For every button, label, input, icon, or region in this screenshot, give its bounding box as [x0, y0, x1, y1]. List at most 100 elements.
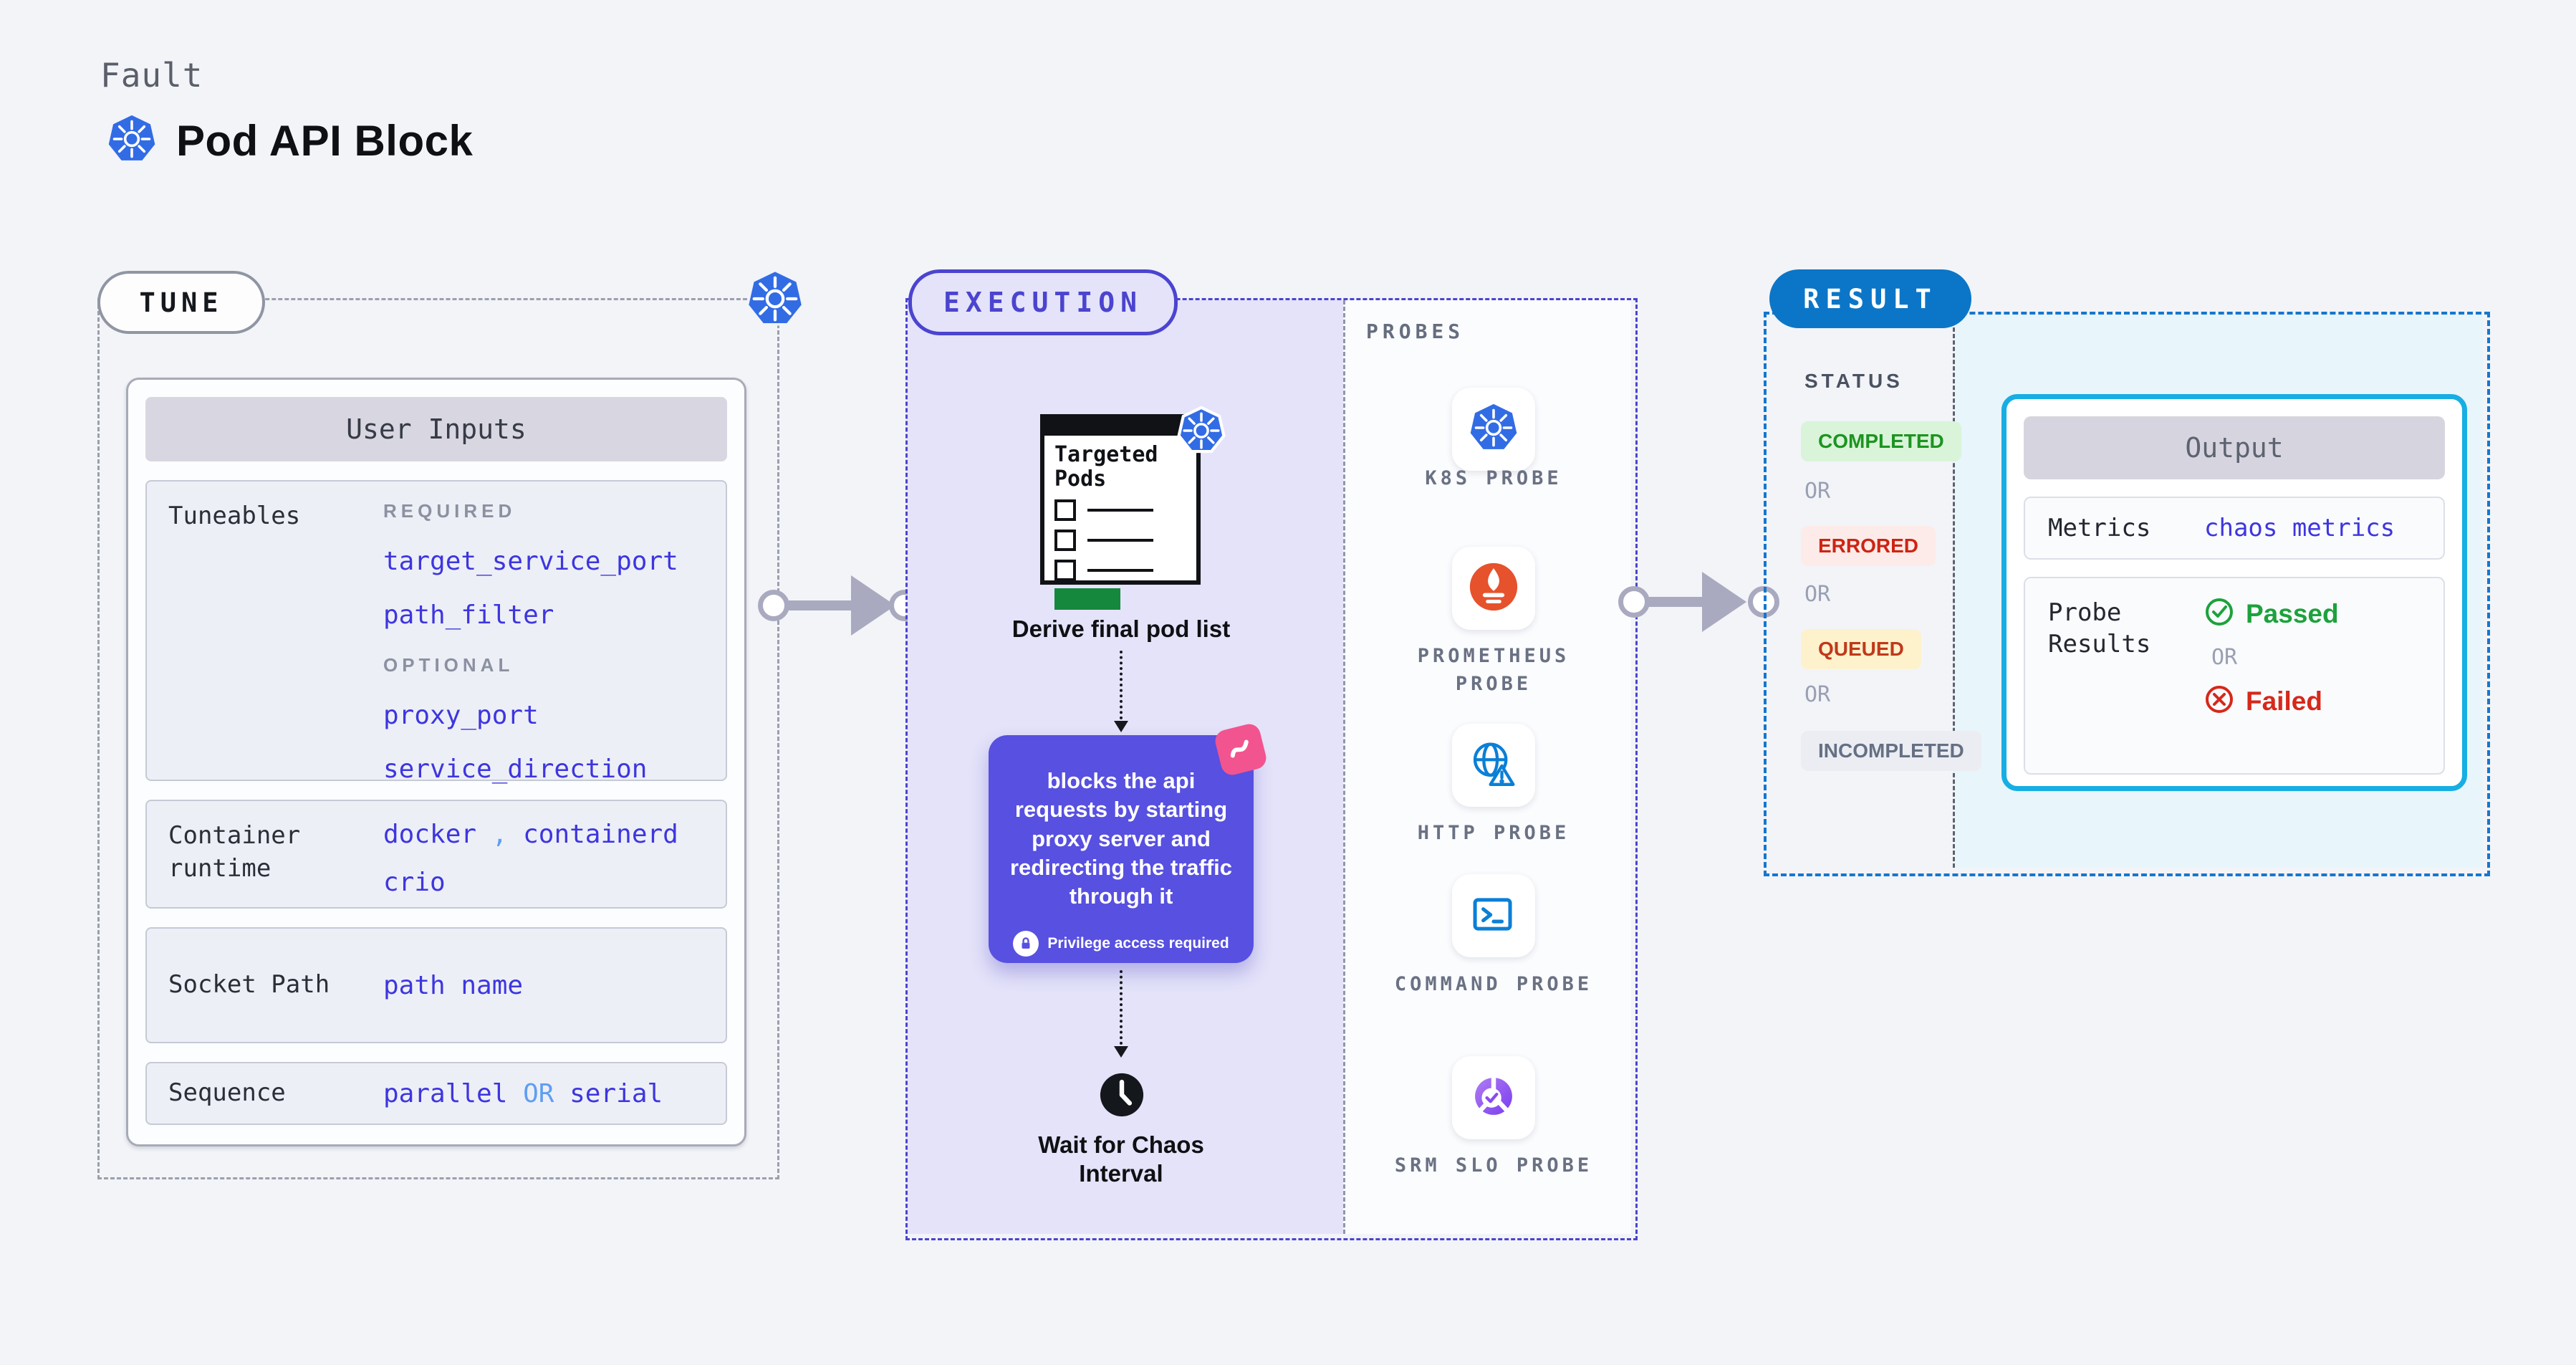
runtime-values-line1: docker , containerd — [383, 820, 678, 849]
probe-card-command — [1452, 874, 1535, 957]
probe-card-k8s — [1452, 388, 1535, 471]
user-inputs-panel: User Inputs Tuneables REQUIRED target_se… — [126, 378, 746, 1146]
connector-dot — [758, 590, 789, 621]
or-label: OR — [1804, 479, 1831, 504]
arrow-execution-to-result — [1635, 597, 1711, 607]
socket-path-label: Socket Path — [168, 970, 330, 1000]
metrics-label: Metrics — [2048, 513, 2151, 542]
optional-heading: OPTIONAL — [383, 654, 514, 676]
container-runtime-row: Container runtime docker , containerd cr… — [145, 800, 727, 909]
globe-warning-icon — [1468, 738, 1519, 793]
prometheus-icon — [1468, 561, 1519, 616]
tuneables-row: Tuneables REQUIRED target_service_port p… — [145, 480, 727, 784]
execution-probes-divider — [1343, 300, 1345, 1234]
arrow-head — [1702, 572, 1746, 632]
connector-dot — [1618, 586, 1650, 618]
execution-section-border — [905, 298, 1638, 1240]
metrics-value: chaos metrics — [2204, 514, 2395, 542]
tune-badge: TUNE — [97, 271, 265, 334]
arrow-head — [851, 575, 895, 636]
runtime-values-line2: crio — [383, 868, 446, 897]
pod-list-item — [1054, 560, 1186, 582]
param-target-service-port: target_service_port — [383, 547, 678, 576]
page-header: Pod API Block — [106, 113, 473, 168]
output-title: Output — [2024, 416, 2445, 479]
probe-card-prometheus — [1452, 547, 1535, 630]
x-circle-icon — [2204, 684, 2234, 718]
probe-label: COMMAND PROBE — [1394, 973, 1593, 995]
param-proxy-port: proxy_port — [383, 701, 539, 730]
check-circle-icon — [2204, 597, 2234, 631]
sequence-label: Sequence — [168, 1078, 286, 1108]
list-line — [1087, 569, 1153, 573]
list-line — [1087, 509, 1153, 512]
required-heading: REQUIRED — [383, 500, 516, 522]
flow-connector — [1120, 970, 1123, 1045]
pod-list-item — [1054, 499, 1186, 522]
probes-heading: PROBES — [1366, 320, 1465, 343]
param-service-direction: service_direction — [383, 755, 648, 784]
checkbox-icon — [1054, 560, 1076, 582]
chaos-icon — [1213, 722, 1269, 777]
or-label: OR — [1804, 582, 1831, 607]
user-inputs-title: User Inputs — [145, 397, 727, 461]
result-divider — [1953, 315, 1955, 868]
status-badge-incompleted: INCOMPLETED — [1801, 731, 1981, 771]
metrics-row: Metrics chaos metrics — [2024, 497, 2445, 560]
privilege-note-text: Privilege access required — [1047, 935, 1229, 952]
pod-list-item — [1054, 530, 1186, 552]
wait-chaos-interval-label: Wait for Chaos Interval — [1038, 1131, 1204, 1187]
arrow-tune-to-execution — [774, 600, 860, 610]
kubernetes-icon — [1176, 406, 1226, 459]
or-label: OR — [2211, 645, 2238, 670]
socket-path-row: Socket Path path name — [145, 927, 727, 1043]
slo-donut-check-icon — [1468, 1071, 1519, 1126]
probe-label: SRM SLO PROBE — [1394, 1154, 1593, 1177]
checkbox-icon — [1054, 499, 1076, 522]
result-badge: RESULT — [1769, 269, 1971, 328]
probe-results-row: Probe Results Passed OR — [2024, 577, 2445, 775]
probe-result-passed: Passed — [2204, 597, 2339, 631]
kubernetes-icon — [1468, 402, 1519, 457]
sequence-row: Sequence parallel OR serial — [145, 1062, 727, 1125]
or-label: OR — [1804, 682, 1831, 707]
status-badge-errored: ERRORED — [1801, 526, 1936, 566]
tuneables-label: Tuneables — [168, 502, 301, 530]
probe-label: HTTP PROBE — [1417, 822, 1570, 844]
targeted-pods-window: Targeted Pods — [1040, 414, 1201, 610]
probe-result-failed: Failed — [2204, 684, 2339, 718]
clock-icon — [1099, 1072, 1145, 1121]
kubernetes-icon — [106, 113, 158, 168]
selection-bar — [1054, 588, 1120, 610]
probe-label: PROMETHEUS PROBE — [1417, 645, 1570, 696]
fault-kicker: Fault — [100, 56, 203, 95]
execution-badge: EXECUTION — [908, 269, 1178, 335]
container-runtime-label: Container runtime — [168, 821, 301, 883]
status-badge-queued: QUEUED — [1801, 629, 1921, 669]
socket-path-value: path name — [383, 970, 524, 1000]
flow-connector — [1120, 651, 1123, 719]
status-badge-completed: COMPLETED — [1801, 421, 1961, 461]
probe-results-label: Probe Results — [2048, 598, 2151, 659]
targeted-pods-title: Targeted Pods — [1054, 442, 1158, 492]
privilege-note: Privilege access required — [1007, 931, 1235, 957]
terminal-icon — [1468, 889, 1519, 944]
output-panel: Output Metrics chaos metrics Probe Resul… — [2001, 394, 2467, 791]
result-section-border — [1764, 312, 2490, 876]
page-title: Pod API Block — [176, 117, 474, 165]
checkbox-icon — [1054, 530, 1076, 552]
flow-arrow-head — [1114, 721, 1128, 732]
flow-arrow-head — [1114, 1046, 1128, 1058]
tune-section-border — [97, 298, 779, 1179]
list-line — [1087, 539, 1153, 542]
probe-label: K8S PROBE — [1425, 467, 1562, 489]
sequence-value: parallel OR serial — [383, 1078, 663, 1108]
probe-card-srm-slo — [1452, 1056, 1535, 1139]
kubernetes-icon — [744, 268, 806, 333]
derive-pod-list-label: Derive final pod list — [1011, 616, 1231, 642]
fault-action-text: blocks the api requests by starting prox… — [1009, 768, 1233, 909]
fault-action-card: blocks the api requests by starting prox… — [989, 735, 1254, 963]
status-heading: STATUS — [1804, 370, 1903, 392]
probe-card-http — [1452, 724, 1535, 807]
